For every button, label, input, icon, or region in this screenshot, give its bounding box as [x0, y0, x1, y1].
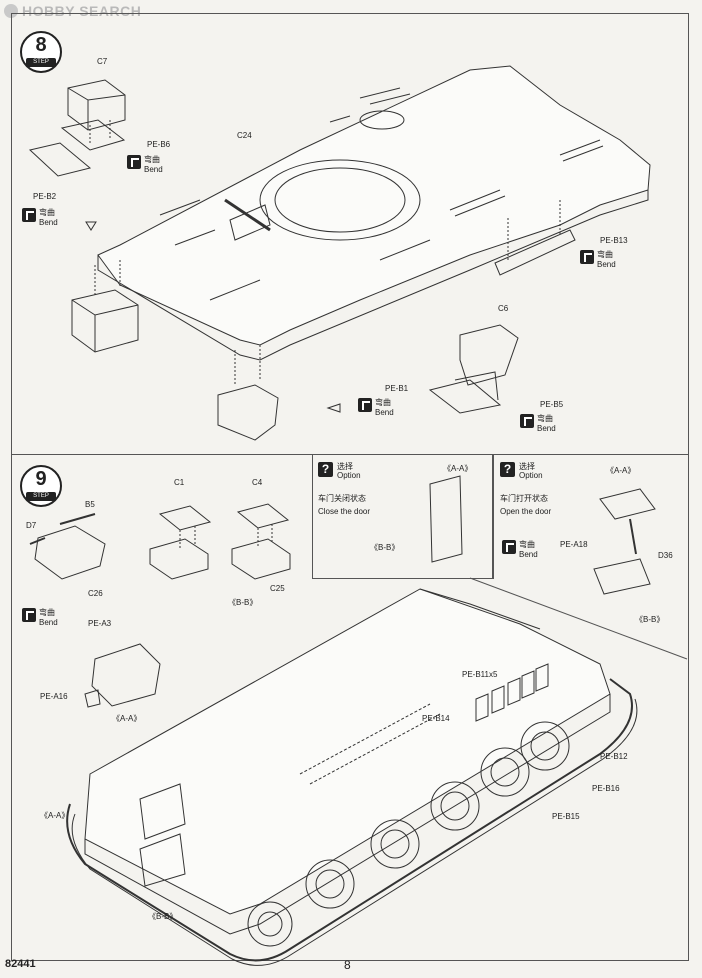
option-open-d36: D36 — [658, 551, 673, 560]
label-aa-hull: 《A-A》 — [40, 811, 70, 820]
bend-icon — [502, 540, 516, 554]
question-icon: ? — [318, 462, 333, 477]
step-8-badge: 8 STEP — [20, 31, 62, 73]
option-open-aa: 《A-A》 — [606, 466, 636, 475]
label-pe-b16: PE-B16 — [592, 784, 620, 793]
option-open-desc-cn: 车门打开状态 — [500, 494, 548, 503]
label-pe-b6: PE-B6 — [147, 140, 171, 149]
label-c7: C7 — [97, 57, 108, 66]
bend-icon — [127, 155, 141, 169]
option-open-box — [492, 454, 688, 578]
label-c24: C24 — [237, 131, 252, 140]
label-c4: C4 — [252, 478, 263, 487]
option-close-desc-cn: 车门关闭状态 — [318, 494, 366, 503]
step-9-badge: 9 STEP — [20, 465, 62, 507]
label-pe-b1: PE-B1 — [385, 384, 409, 393]
label-b5: B5 — [85, 500, 95, 509]
label-d7: D7 — [26, 521, 37, 530]
option-open-pe-a18: PE-A18 — [560, 540, 588, 549]
option-open-bb: 《B-B》 — [635, 615, 665, 624]
label-pe-a16: PE-A16 — [40, 692, 68, 701]
bend-icon — [520, 414, 534, 428]
label-pe-b15: PE-B15 — [552, 812, 580, 821]
label-bb-hull: 《B-B》 — [148, 912, 178, 921]
label-c6: C6 — [498, 304, 509, 313]
option-close-bb: 《B-B》 — [370, 543, 400, 552]
option-close-desc-en: Close the door — [318, 507, 371, 516]
bend-icon — [22, 608, 36, 622]
label-c25: C25 — [270, 584, 285, 593]
step9-drawing — [29, 475, 688, 966]
step8-panel — [11, 13, 689, 455]
label-pe-b14: PE-B14 — [422, 714, 450, 723]
label-aa-small: 《A-A》 — [112, 714, 142, 723]
label-c26: C26 — [88, 589, 103, 598]
label-pe-b11: PE-B11x5 — [462, 670, 498, 679]
question-icon: ? — [500, 462, 515, 477]
step9-panel — [11, 454, 689, 961]
option-close-box — [312, 454, 494, 579]
option-close-aa: 《A-A》 — [443, 464, 473, 473]
option-open-desc-en: Open the door — [500, 507, 552, 516]
bend-icon — [22, 208, 36, 222]
product-code: 82441 — [5, 958, 36, 970]
label-c1: C1 — [174, 478, 185, 487]
label-pe-a3: PE-A3 — [88, 619, 112, 628]
label-pe-b2: PE-B2 — [33, 192, 57, 201]
label-pe-b5: PE-B5 — [540, 400, 564, 409]
label-pe-b13: PE-B13 — [600, 236, 628, 245]
step8-drawing — [28, 65, 651, 441]
label-bb-boxes: 《B-B》 — [228, 598, 258, 607]
bend-icon — [358, 398, 372, 412]
bend-icon — [580, 250, 594, 264]
hobby-search-watermark: HOBBY SEARCH — [4, 3, 141, 19]
label-pe-b12: PE-B12 — [600, 752, 628, 761]
page-number: 8 — [344, 958, 351, 972]
watermark-logo-icon — [4, 4, 18, 18]
